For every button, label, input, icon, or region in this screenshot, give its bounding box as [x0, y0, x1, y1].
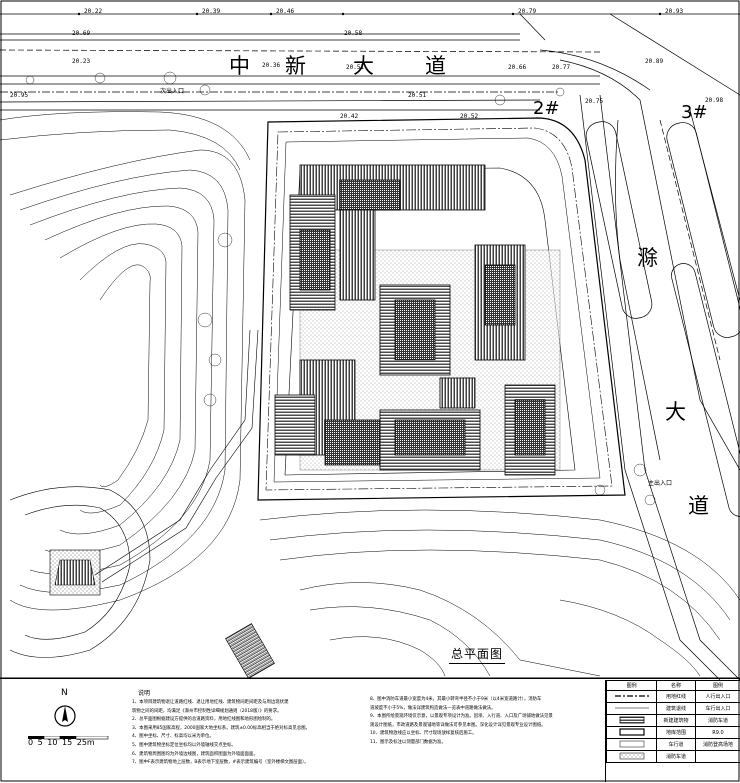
legend-swatch [605, 738, 658, 751]
road-label-chu-1: 滁 [637, 246, 658, 270]
entrance-label-secondary: 次出入口 [160, 88, 185, 95]
note-line: 观设计图纸，市政道路及景观铺地等详做法可参见本图。深化设计详见景观专业设计图纸。 [370, 722, 546, 728]
legend-swatch [605, 702, 658, 715]
north-label: N [61, 688, 68, 698]
elevation-label: 20.51 [346, 64, 365, 71]
elevation-label: 20.42 [340, 113, 359, 120]
note-line: 4、图中坐标、尺寸、标高均以米为单位。 [132, 734, 214, 740]
entrance-label-main: 主出入口 [648, 480, 673, 487]
garden-pavilion [9, 329, 275, 679]
legend-label: 人行出入口 [694, 690, 740, 703]
plan-title: 总平面图 [449, 645, 506, 664]
terrain-contours [0, 111, 251, 611]
elevation-label: 20.66 [508, 64, 527, 71]
legend-label: 用地红线 [656, 690, 696, 703]
gate-label-2: 2# [533, 98, 560, 119]
note-line: 6、建筑物周围图均为外墙边线图，建筑面积图面为外墙面面面。 [132, 751, 258, 757]
road-label-zhongxin-3: 大 [353, 54, 374, 78]
road-label-zhongxin-4: 道 [425, 54, 446, 78]
elevation-label: 20.93 [665, 8, 684, 15]
legend-label [694, 750, 740, 763]
note-line: 2、总平面图根据建设方提供的总道路资料，用地红线图和地形图绘制的。 [132, 717, 276, 723]
note-line: 7、图中F表示建筑物地上层数，B表示地下室层数，#表示建筑编号（室外楼梯文图层面… [132, 760, 309, 766]
legend-label: 车行出入口 [694, 702, 740, 715]
elevation-label: 20.98 [705, 97, 724, 104]
elevation-label: 20.46 [276, 8, 295, 15]
gate-label-3: 3# [681, 102, 708, 123]
elevation-label: 20.69 [72, 30, 91, 37]
note-line: 8、图中消防车道最小宽度为4米，其最小转弯半径不小于9米（以4米宽道路计），消防… [370, 697, 542, 702]
note-line: 1、本项目建筑物退让道路红线、退让用地红线、建筑物间距间距及与周边现状建 [132, 700, 289, 705]
elevation-label: 20.95 [10, 92, 29, 99]
zhongxin-road-lines [0, 13, 740, 111]
legend-swatch [605, 714, 658, 727]
legend-label: R9.0 [694, 726, 740, 739]
elevation-label: 20.58 [344, 30, 363, 37]
perimeter-trees [25, 71, 656, 506]
buildings [274, 164, 556, 476]
legend-label: 新建建筑物 [656, 714, 696, 727]
elevation-label: 20.23 [72, 58, 91, 65]
notes-left: 1、本项目建筑物退让道路红线、退让用地红线、建筑物间距间距及与周边现状建 筑物之… [132, 699, 360, 768]
elevation-label: 20.51 [408, 92, 427, 99]
legend-label: 地库范围 [656, 726, 696, 739]
elevation-label: 20.36 [262, 62, 281, 69]
note-line: 11、图示及标注以测量部门数据为准。 [370, 739, 446, 745]
note-line: 道坡度不小于5%，做法详建筑构造做法一览表中道路做法做法。 [370, 705, 496, 711]
legend-swatch [605, 750, 658, 763]
note-line: 5、图中建筑物坐标定位坐标均以外墙轴线交点坐标。 [132, 742, 236, 748]
legend-label: 车行道 [656, 738, 696, 751]
chu-road-lines [539, 49, 740, 681]
legend-label: 消防车道 [656, 750, 696, 763]
elevation-label: 20.79 [518, 8, 537, 15]
compass-icon [54, 705, 76, 727]
legend-label: 消防登高场地 [694, 738, 740, 751]
legend-swatch [605, 690, 658, 703]
road-label-chu-2: 大 [665, 400, 686, 424]
north-arrow: N [45, 688, 89, 748]
scale-labels: 0 5 10 15 25m [28, 738, 95, 747]
scale-tick: 15 [62, 738, 73, 747]
elevation-label: 20.39 [202, 8, 221, 15]
notes-title: 说明 [138, 690, 151, 697]
note-line: 筑物之间的间距，均满足《滁州市控制性详细规划通则（2018版）》的要求。 [132, 708, 282, 714]
elevation-label: 20.75 [585, 98, 604, 105]
note-line: 3、本图采用85国家高程，2000国家大地坐标系。建筑±0.00标高相当于绝对标… [132, 725, 310, 731]
elevation-points [77, 12, 662, 16]
legend-label: 消防车道 [694, 714, 740, 727]
elevation-label: 20.89 [645, 58, 664, 65]
legend-swatch [605, 726, 658, 739]
note-line: 9、本图所绘景观环境仅示意，以景观专项设计为准。因坝、入行道、入口及广场铺地做法… [370, 714, 553, 720]
scale-tick: 0 [28, 738, 34, 747]
road-label-zhongxin-2: 新 [285, 54, 306, 78]
scale-tick: 10 [47, 738, 58, 747]
road-label-zhongxin-1: 中 [229, 54, 250, 78]
legend-table: 图例 名称 图例 用地红线 人行出入口 建筑退线 车行出入口 新建建筑物 消防车… [605, 680, 740, 782]
footer-panel [0, 678, 740, 783]
road-label-chu-3: 道 [688, 494, 709, 518]
legend-label: 建筑退线 [656, 702, 696, 715]
notes-right: 8、图中消防车道最小宽度为4米，其最小转弯半径不小于9米（以4米宽道路计），消防… [370, 696, 598, 748]
elevation-label: 20.77 [552, 64, 571, 71]
scale-tick: 25m [76, 738, 95, 747]
note-line: 10、建筑物放线应以坐标、尺寸现场放样复核后施工。 [370, 731, 477, 737]
legend-header: 名称 [656, 680, 696, 691]
legend-header: 图例 [694, 680, 740, 691]
elevation-label: 20.22 [84, 8, 103, 15]
scale-tick: 5 [37, 738, 43, 747]
legend-header: 图例 [605, 680, 658, 691]
elevation-label: 20.52 [460, 113, 479, 120]
site-boundary [257, 117, 626, 501]
scale-bar [28, 736, 109, 740]
bottom-terrain [259, 509, 740, 677]
